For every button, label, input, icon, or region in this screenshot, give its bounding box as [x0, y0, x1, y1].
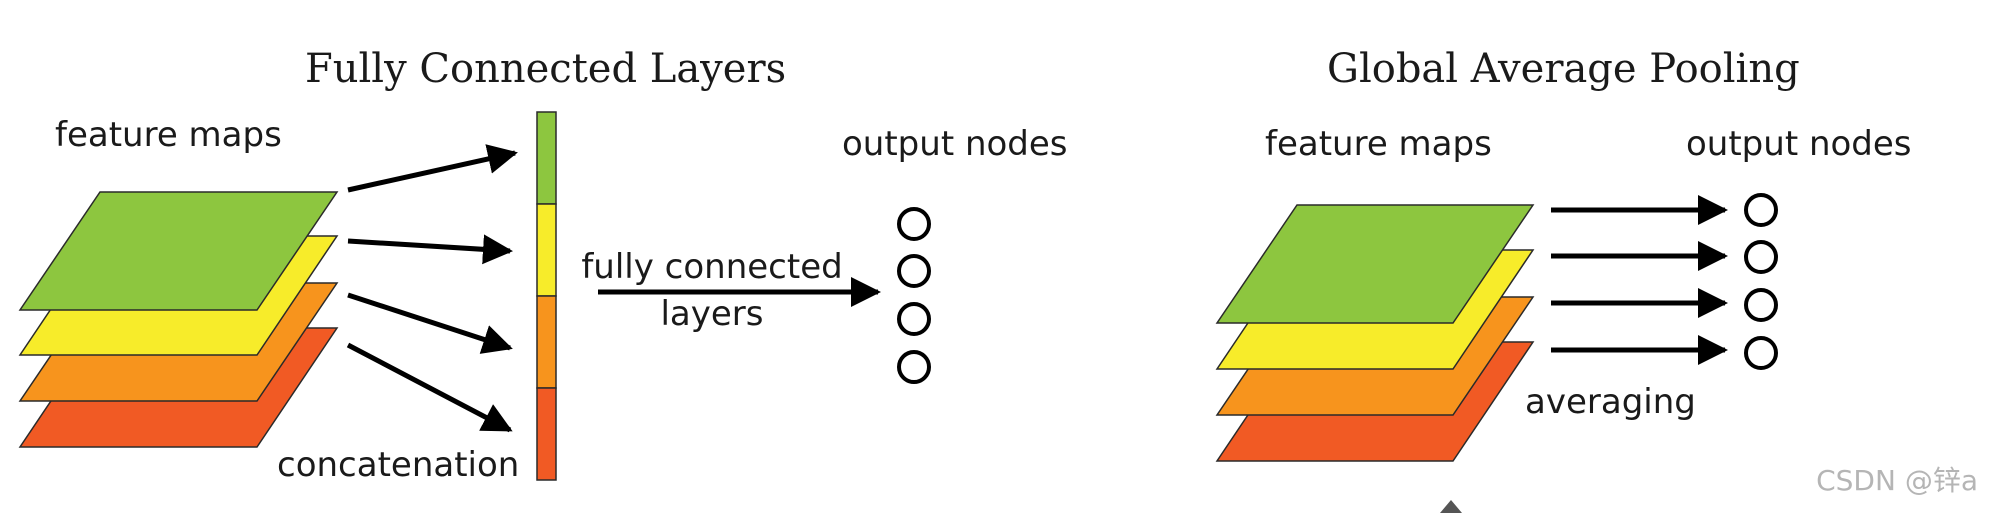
gap-output-node-4: [1744, 336, 1778, 370]
gap-panel-title: Global Average Pooling: [1327, 46, 1800, 92]
fc-output-node-4: [897, 350, 931, 384]
fc-layers-label-line1: fully connected: [581, 247, 842, 287]
fc-arrow-2: [347, 234, 513, 265]
gap-output-node-1: [1744, 193, 1778, 227]
fc-arrow-3: [347, 292, 513, 354]
fc-concat-arrows: [346, 144, 518, 433]
gap-feature-map-stack: [1215, 204, 1535, 462]
fc-vector-segment-3: [536, 295, 557, 389]
gap-feature-maps-label: feature maps: [1265, 124, 1492, 164]
fc-layers-label-line2: layers: [660, 294, 763, 334]
up-arrow-tip-icon: [1440, 500, 1462, 513]
fc-vector-segment-2: [536, 203, 557, 297]
fc-arrow-1: [347, 144, 518, 193]
fc-output-nodes: [897, 207, 931, 384]
gap-output-node-2: [1744, 240, 1778, 274]
fc-panel: Fully Connected Layers feature maps conc…: [18, 46, 1068, 485]
gap-output-nodes: [1744, 193, 1778, 370]
fc-output-node-2: [897, 254, 931, 288]
fc-output-node-3: [897, 302, 931, 336]
gap-panel: Global Average Pooling feature maps aver…: [1215, 46, 1912, 513]
gap-feature-map-layer-1: [1215, 204, 1535, 324]
fc-feature-map-layer-1: [18, 191, 339, 311]
fc-concatenated-vector: [536, 111, 557, 481]
fc-panel-title: Fully Connected Layers: [305, 46, 786, 92]
gap-output-node-3: [1744, 288, 1778, 322]
csdn-watermark: CSDN @锌a: [1816, 464, 1978, 497]
fc-vector-segment-1: [536, 111, 557, 205]
fc-output-node-1: [897, 207, 931, 241]
fc-output-nodes-label: output nodes: [842, 124, 1068, 164]
fc-vector-segment-4: [536, 387, 557, 481]
fc-feature-map-stack: [18, 191, 339, 448]
fc-arrow-4: [346, 342, 513, 433]
gap-output-nodes-label: output nodes: [1686, 124, 1912, 164]
fc-concatenation-label: concatenation: [277, 445, 519, 485]
fc-feature-maps-label: feature maps: [55, 115, 282, 155]
gap-averaging-arrows: [1551, 195, 1728, 365]
gap-averaging-label: averaging: [1525, 382, 1696, 422]
